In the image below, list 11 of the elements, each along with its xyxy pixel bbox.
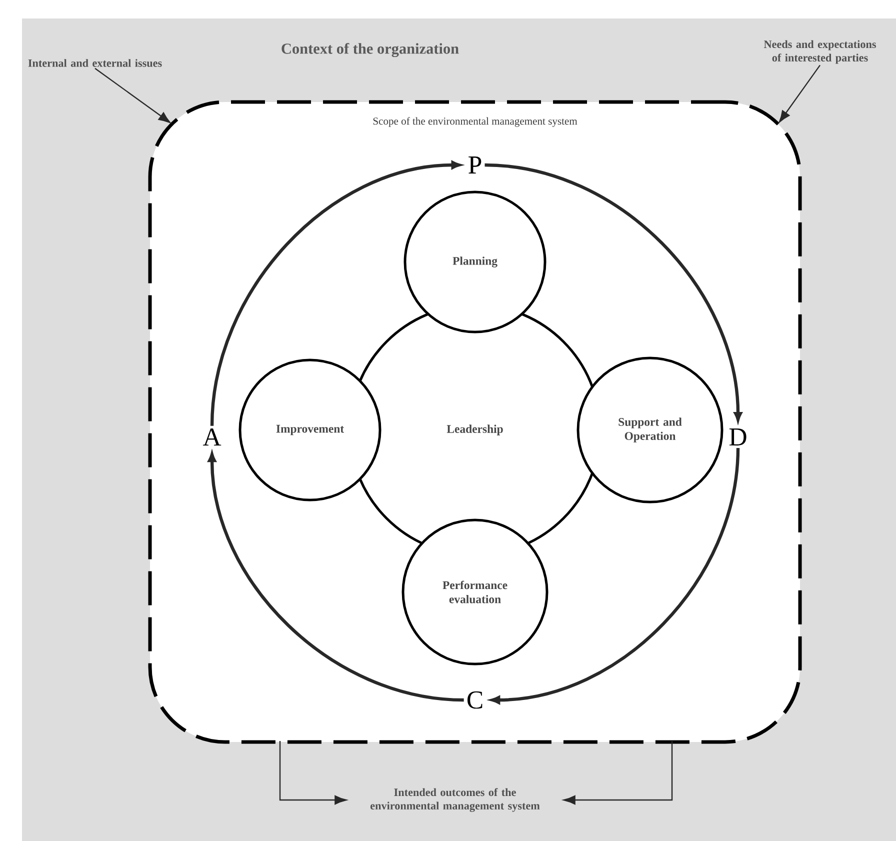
outcome-arrow	[279, 741, 347, 805]
note-text: Internal and external issues	[28, 59, 162, 67]
cycle-letter: P	[468, 156, 482, 174]
cycle-letter: C	[467, 691, 482, 709]
note-text: Needs and expectations of interested parties	[764, 40, 876, 64]
outcome-arrow	[563, 741, 673, 805]
leader-arrow	[778, 64, 820, 122]
cycle-letter: A	[202, 428, 222, 446]
note-text: Intended outcomes of the environmental management system	[370, 788, 540, 812]
cycle-letter: D	[729, 428, 746, 446]
leader-arrow	[94, 68, 170, 124]
